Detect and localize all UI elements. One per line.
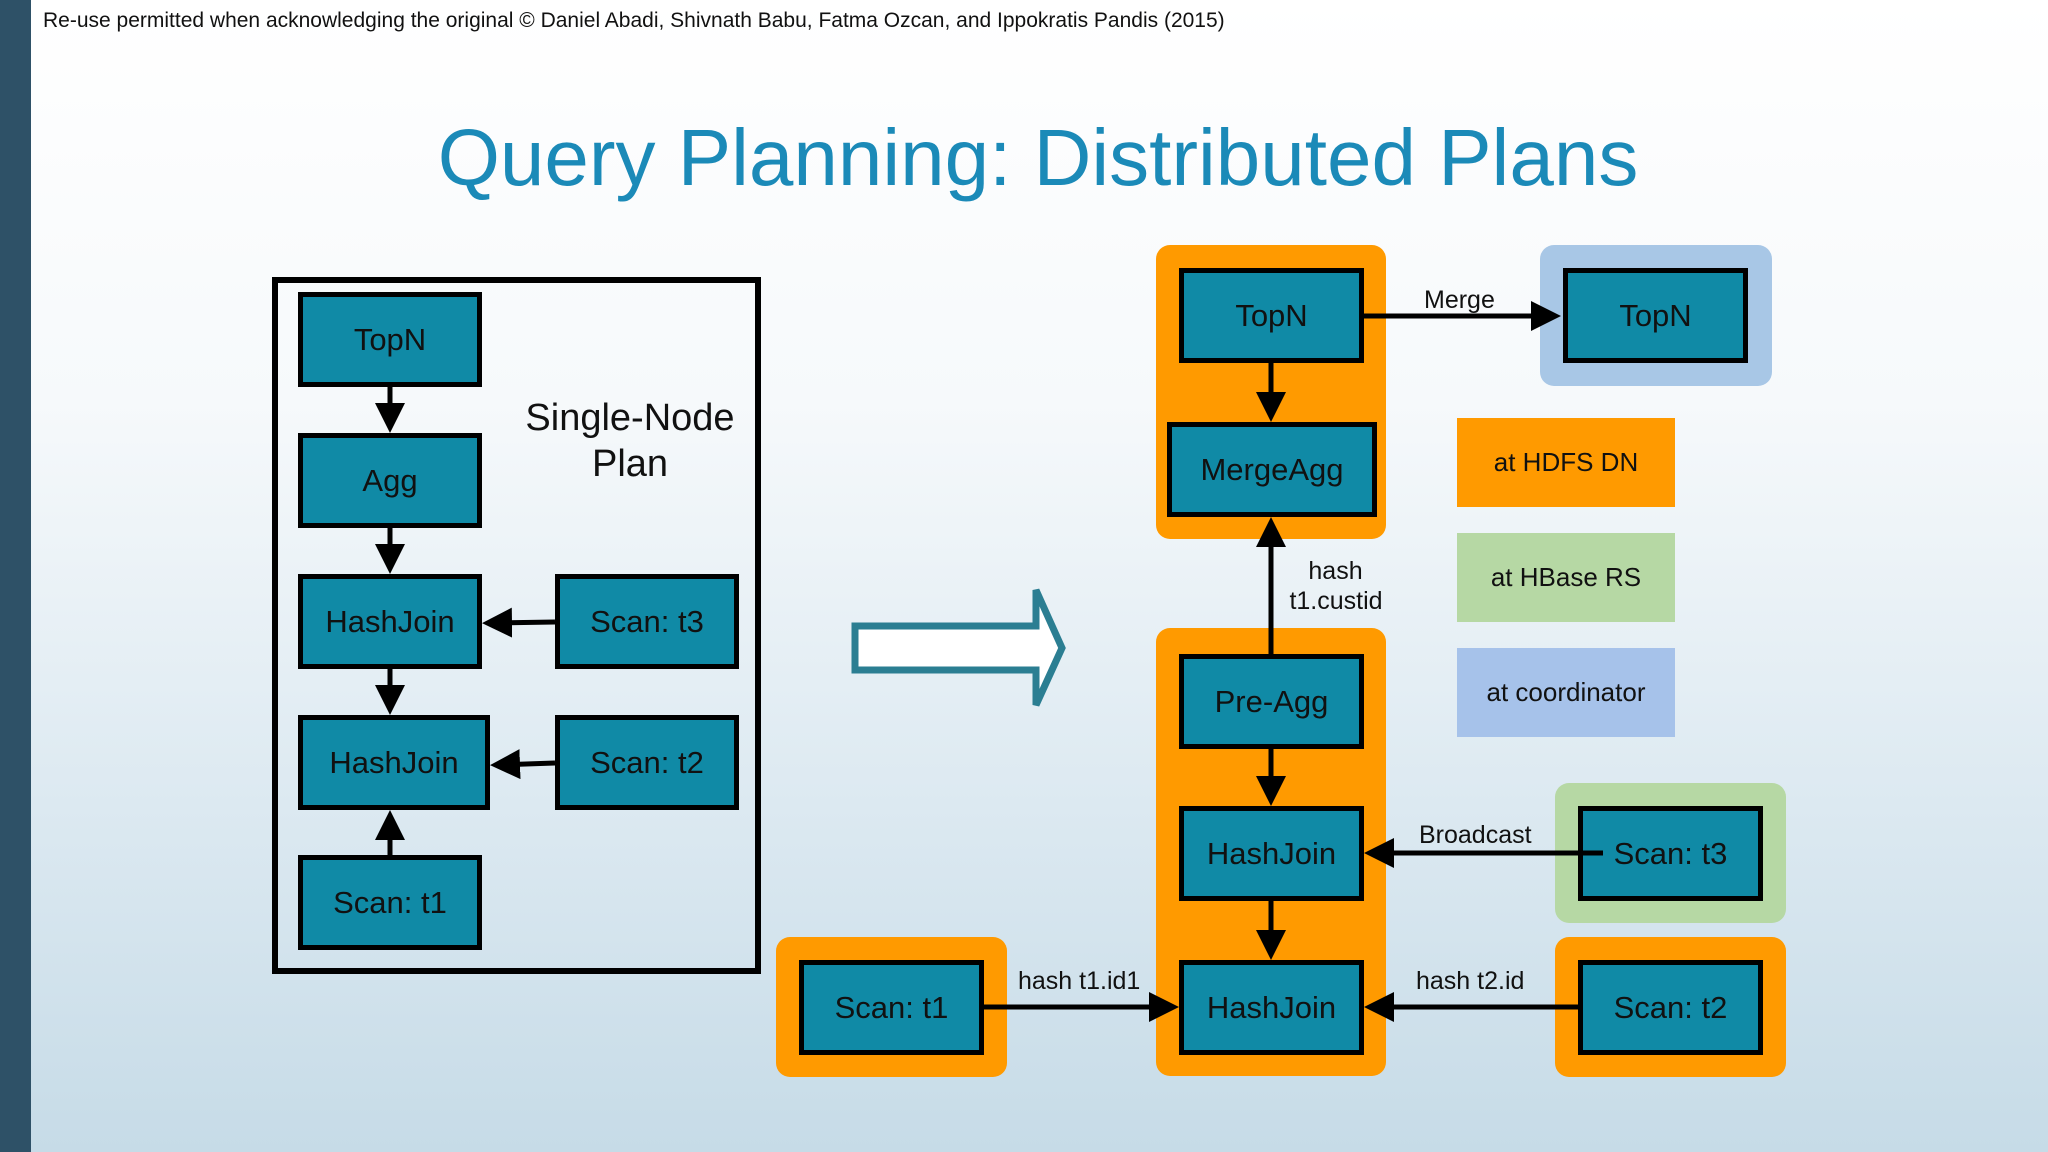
sn-hashjoin-node-1: HashJoin	[298, 574, 482, 669]
dist-scan-t2-node: Scan: t2	[1578, 960, 1763, 1055]
edge-label-hash-t2: hash t2.id	[1416, 967, 1525, 995]
legend-coordinator: at coordinator	[1457, 648, 1675, 737]
edge-label-merge: Merge	[1424, 286, 1495, 314]
slide-title: Query Planning: Distributed Plans	[437, 113, 1639, 202]
dist-topn-node: TopN	[1179, 268, 1364, 363]
edge-label-broadcast: Broadcast	[1419, 821, 1532, 849]
left-accent-bar	[0, 0, 31, 1152]
single-node-plan-label: Single-Node Plan	[510, 395, 750, 487]
sn-scan-t3-node: Scan: t3	[555, 574, 739, 669]
transition-arrow	[851, 588, 1066, 707]
dist-scan-t3-node: Scan: t3	[1578, 806, 1763, 901]
credit-line: Re-use permitted when acknowledging the …	[43, 9, 1225, 32]
edge-label-hash-t1: hash t1.id1	[1018, 967, 1141, 995]
sn-agg-node: Agg	[298, 433, 482, 528]
single-node-plan-frame	[272, 277, 761, 974]
edge-label-hash-line2: t1.custid	[1289, 587, 1383, 615]
single-node-plan-label-text: Single-Node Plan	[525, 397, 735, 485]
legend-hbase: at HBase RS	[1457, 533, 1675, 622]
sn-scan-t2-node: Scan: t2	[555, 715, 739, 810]
dist-coordinator-topn-node: TopN	[1563, 268, 1748, 363]
dist-preagg-node: Pre-Agg	[1179, 654, 1364, 749]
dist-hashjoin-node-top: HashJoin	[1179, 806, 1364, 901]
edge-label-hash-line1: hash	[1308, 557, 1363, 585]
sn-hashjoin-node-2: HashJoin	[298, 715, 490, 810]
sn-scan-t1-node: Scan: t1	[298, 855, 482, 950]
dist-hashjoin-node-bottom: HashJoin	[1179, 960, 1364, 1055]
legend-hdfs: at HDFS DN	[1457, 418, 1675, 507]
sn-topn-node: TopN	[298, 292, 482, 387]
dist-mergeagg-node: MergeAgg	[1167, 422, 1377, 517]
dist-scan-t1-node: Scan: t1	[799, 960, 984, 1055]
